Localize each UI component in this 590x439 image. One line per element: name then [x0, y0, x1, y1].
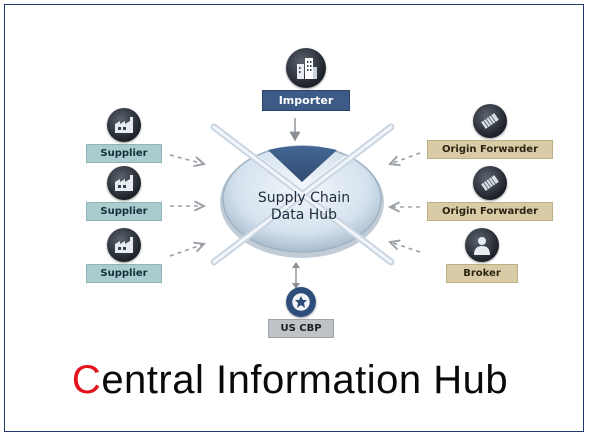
person-icon	[465, 228, 499, 262]
supplier-label-1: Supplier	[86, 144, 162, 163]
cbp-node: US CBP	[268, 287, 334, 338]
building-icon	[286, 48, 326, 88]
hub-label-line1: Supply Chain	[257, 190, 351, 206]
factory-icon	[107, 228, 141, 262]
forwarder-label-1: Origin Forwarder	[427, 140, 553, 159]
supplier-label-3: Supplier	[86, 264, 162, 283]
container-icon	[473, 166, 507, 200]
factory-icon	[107, 108, 141, 142]
slide-title: Central Information Hub	[0, 358, 580, 403]
container-icon	[473, 104, 507, 138]
forwarder-node-1: Origin Forwarder	[427, 104, 553, 159]
supplier-node-2: Supplier	[86, 166, 162, 221]
importer-label: Importer	[262, 90, 350, 111]
supplier-3-arrow	[169, 244, 204, 257]
supplier-1-arrow	[169, 154, 204, 164]
dhs-seal-icon	[286, 287, 316, 317]
title-rest: entral Information Hub	[101, 358, 509, 402]
hub-label-line2: Data Hub	[270, 207, 338, 223]
supplier-node-1: Supplier	[86, 108, 162, 163]
cbp-arrow	[292, 262, 300, 289]
factory-icon	[107, 166, 141, 200]
forwarder-label-2: Origin Forwarder	[427, 202, 553, 221]
title-first-letter: C	[71, 358, 102, 402]
supplier-node-3: Supplier	[86, 228, 162, 283]
broker-arrow	[390, 242, 421, 253]
hub-label: Supply Chain Data Hub	[229, 190, 379, 224]
broker-label: Broker	[446, 264, 518, 283]
cbp-label: US CBP	[268, 319, 334, 338]
forwarder-1-arrow	[390, 152, 421, 164]
hub-cross-lines	[210, 123, 395, 266]
importer-node: Importer	[262, 48, 350, 111]
supplier-label-2: Supplier	[86, 202, 162, 221]
broker-node: Broker	[446, 228, 518, 283]
forwarder-node-2: Origin Forwarder	[427, 166, 553, 221]
